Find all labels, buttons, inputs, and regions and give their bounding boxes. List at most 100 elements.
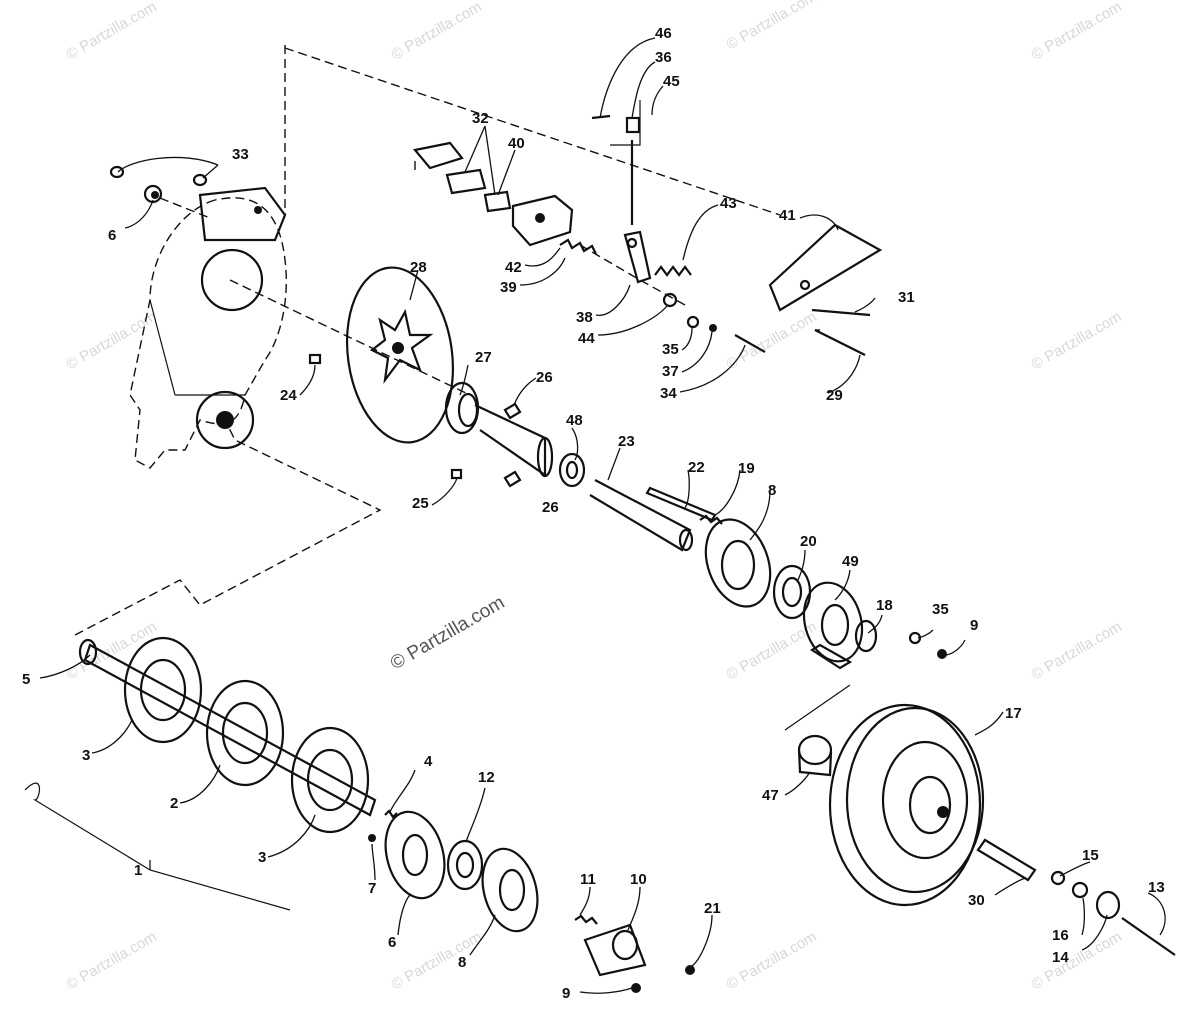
pin-24 (308, 353, 322, 365)
nut-9b (631, 983, 641, 993)
bolt-31 (811, 308, 871, 317)
bolt-13 (1121, 917, 1176, 956)
leader-lines (39, 37, 1166, 994)
nut-33a (109, 165, 125, 179)
callout-32: 32 (472, 110, 489, 127)
callout-4: 4 (424, 753, 433, 770)
callout-45: 45 (663, 73, 680, 90)
watermark-text: © Partzilla.com (64, 308, 160, 373)
bracket-41 (768, 223, 883, 312)
watermark-text: © Partzilla.com (389, 0, 485, 63)
watermark-text: © Partzilla.com (1029, 928, 1125, 993)
callout-26a: 26 (536, 369, 553, 386)
drive-sprocket-3b (290, 726, 370, 834)
callout-19: 19 (738, 460, 755, 477)
callout-16: 16 (1052, 927, 1069, 944)
callout-46: 46 (655, 25, 672, 42)
callout-26b: 26 (542, 499, 559, 516)
shaft-23 (589, 479, 692, 552)
spring-43 (654, 265, 692, 277)
callout-9b: 9 (562, 985, 570, 1002)
screw-11 (574, 914, 598, 925)
screw-7 (368, 834, 376, 842)
washer-44 (662, 292, 678, 308)
washer-37 (709, 324, 717, 332)
callout-2: 2 (170, 795, 178, 812)
bearing-12 (446, 839, 484, 891)
cap-14 (1095, 890, 1121, 920)
callout-43: 43 (720, 195, 737, 212)
washer-48 (558, 452, 586, 488)
callout-11: 11 (580, 871, 596, 888)
washer-16 (1071, 881, 1089, 899)
centerline-diagonal-top (284, 47, 781, 216)
callout-42: 42 (505, 259, 522, 276)
callout-25: 25 (412, 495, 429, 512)
watermark-text: © Partzilla.com (64, 928, 160, 993)
callout-3a: 3 (82, 747, 90, 764)
callout-8b: 8 (458, 954, 466, 971)
drive-shaft-5 (78, 638, 377, 817)
bolt-46 (591, 114, 611, 120)
flange-6-lower (384, 810, 446, 900)
spring-39 (559, 238, 597, 255)
drive-sprocket-2 (205, 679, 285, 787)
centerline-spacer (784, 684, 851, 731)
callout-10: 10 (630, 871, 647, 888)
watermark-text: © Partzilla.com (64, 0, 160, 63)
callout-36: 36 (655, 49, 672, 66)
chain-case-housing (129, 186, 287, 469)
callout-44: 44 (578, 330, 595, 347)
bearing-housing-10 (583, 923, 647, 977)
callout-37: 37 (662, 363, 679, 380)
centerline-washer (159, 197, 211, 219)
callout-12: 12 (478, 769, 495, 786)
callout-15: 15 (1082, 847, 1099, 864)
bolt-34 (734, 334, 766, 353)
nut-33b (192, 173, 208, 187)
centerline-lever (579, 244, 686, 306)
callout-33: 33 (232, 146, 249, 163)
centerline-driveshaft (74, 419, 382, 636)
callout-41: 41 (779, 207, 796, 224)
nut-21 (685, 965, 695, 975)
callout-20: 20 (800, 533, 817, 550)
callout-5: 5 (22, 671, 30, 688)
callout-8a: 8 (768, 482, 776, 499)
callout-31: 31 (898, 289, 915, 306)
spacer-47 (797, 734, 833, 777)
brake-pad-bracket (412, 141, 574, 247)
bracket-line-1 (24, 782, 291, 911)
callout-35b: 35 (932, 601, 949, 618)
washer-35 (686, 315, 700, 329)
centerline-brake (229, 279, 471, 396)
callout-35a: 35 (662, 341, 679, 358)
brake-hub (444, 381, 554, 478)
callout-14: 14 (1052, 949, 1069, 966)
set-screw-25 (450, 468, 463, 480)
watermark-text: © Partzilla.com (724, 928, 820, 993)
brake-drum-17 (828, 703, 985, 907)
watermark-text: © Partzilla.com (1029, 308, 1125, 373)
watermark-text: © Partzilla.com (724, 308, 820, 373)
flange-8-right (704, 518, 772, 608)
bolt-29 (814, 329, 866, 356)
key-26a (503, 402, 522, 420)
callout-48: 48 (566, 412, 583, 429)
callout-29: 29 (826, 387, 843, 404)
key-26b (503, 470, 522, 488)
callout-6: 6 (108, 227, 116, 244)
callout-38: 38 (576, 309, 593, 326)
watermark-text: © Partzilla.com (1029, 618, 1125, 683)
callout-13: 13 (1148, 879, 1165, 896)
callout-1: 1 (134, 862, 142, 879)
watermark-text: © Partzilla.com (724, 0, 820, 53)
watermark-text: © Partzilla.com (389, 928, 485, 993)
callout-47: 47 (762, 787, 779, 804)
screw-19 (699, 514, 723, 525)
callout-7: 7 (368, 880, 376, 897)
ring-18 (854, 619, 878, 653)
callout-21: 21 (704, 900, 721, 917)
